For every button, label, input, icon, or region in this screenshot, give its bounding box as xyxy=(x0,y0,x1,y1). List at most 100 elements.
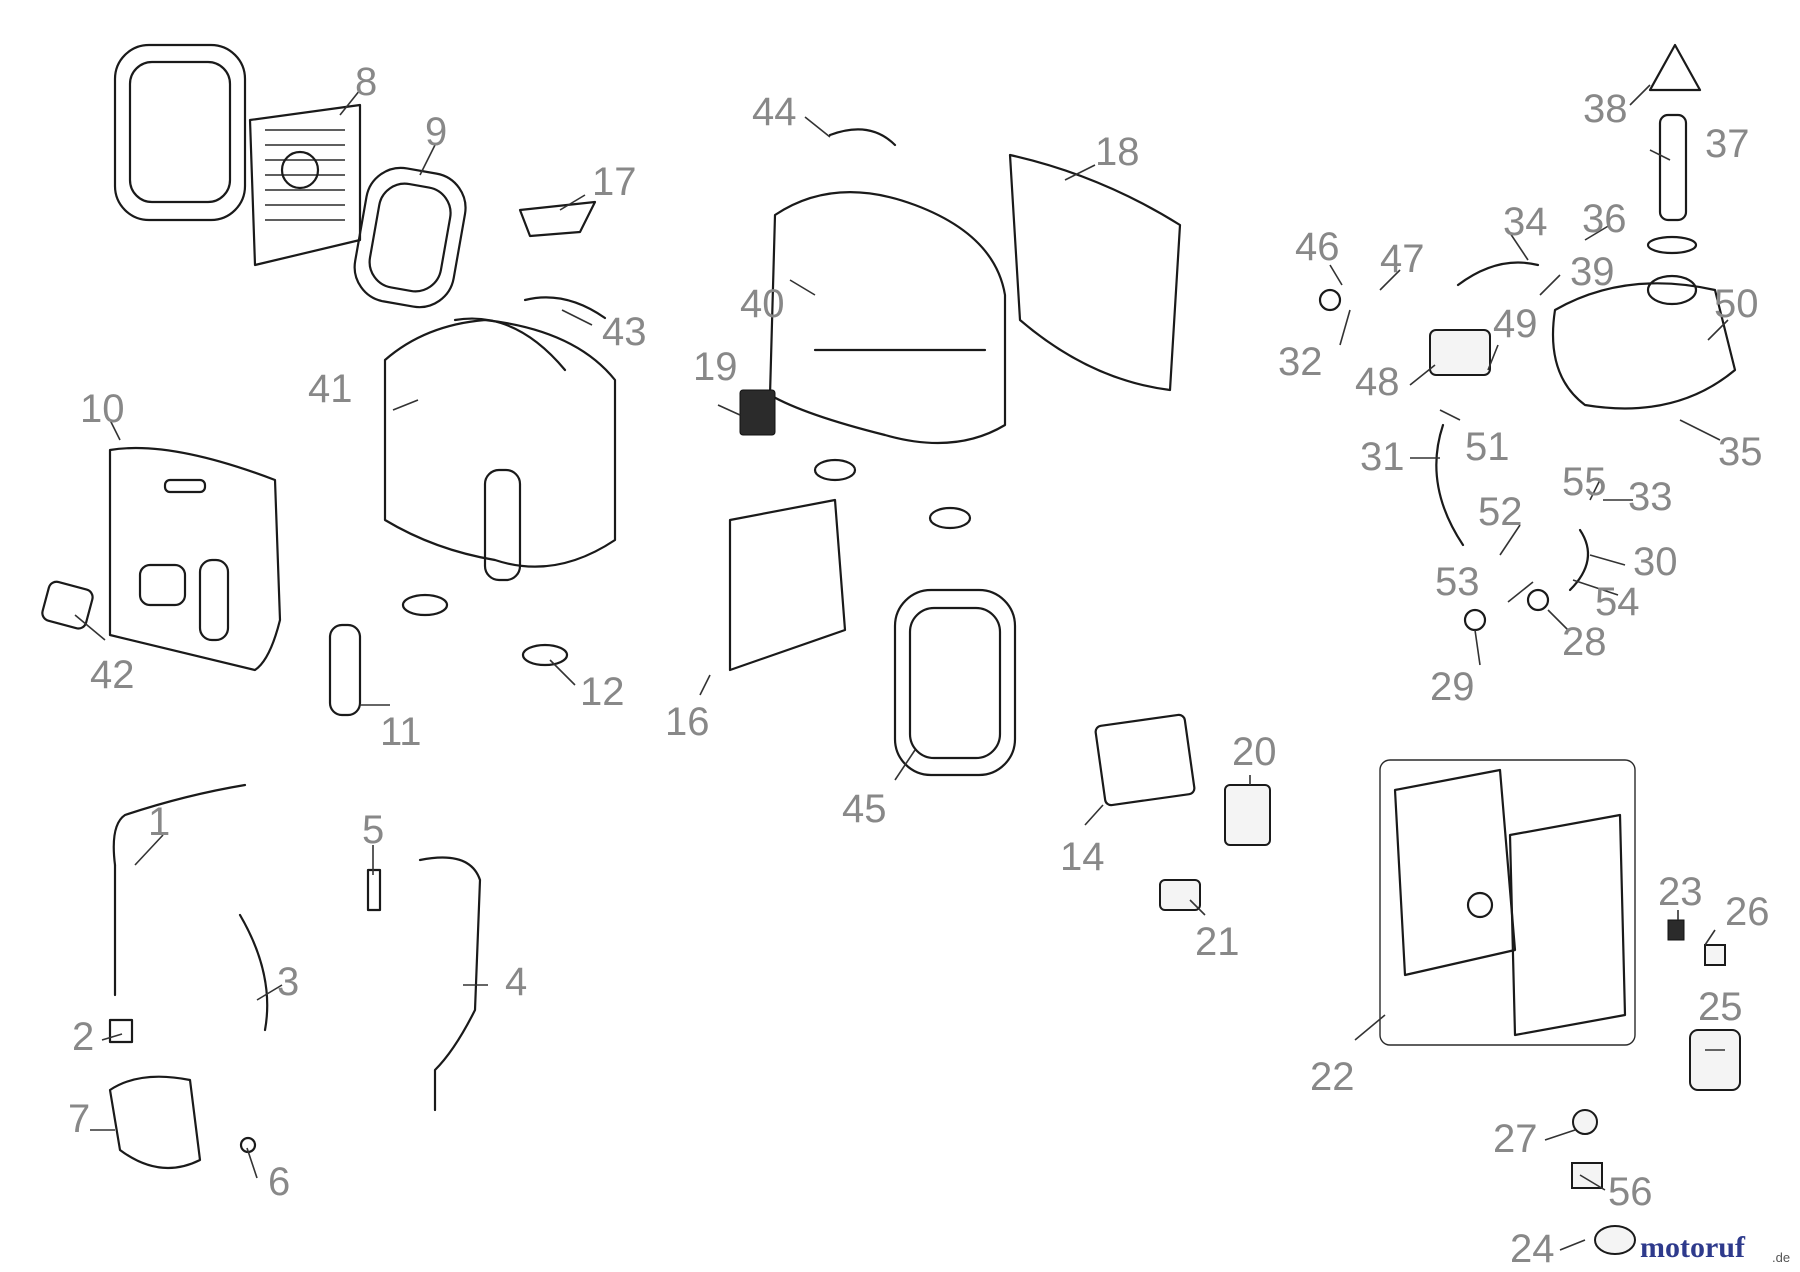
callout-25: 25 xyxy=(1698,985,1743,1029)
part-gasket-ring-9 xyxy=(353,166,467,309)
part-outlet-20 xyxy=(1224,784,1271,846)
part-socket-25 xyxy=(1689,1029,1741,1091)
part-module-19 xyxy=(739,389,776,436)
part-gasket-11 xyxy=(328,623,362,717)
watermark-brand: motoruf xyxy=(1640,1231,1746,1264)
part-cover-17 xyxy=(518,200,597,238)
leader-lines xyxy=(74,84,1729,1251)
part-switch-23 xyxy=(1667,919,1685,941)
callout-17: 17 xyxy=(592,160,637,204)
callout-36: 36 xyxy=(1582,197,1627,241)
part-side-cover-18 xyxy=(1008,153,1182,392)
callout-41: 41 xyxy=(308,367,353,411)
callout-32: 32 xyxy=(1278,340,1323,384)
callout-47: 47 xyxy=(1380,237,1425,281)
part-foot-12a xyxy=(813,458,857,482)
part-hose-3 xyxy=(238,913,269,1032)
part-hose-31 xyxy=(1435,423,1465,547)
part-plug-27 xyxy=(1572,1109,1598,1135)
part-small-cover-42 xyxy=(41,580,94,630)
callout-18: 18 xyxy=(1095,130,1140,174)
part-bracket-43 xyxy=(523,296,607,320)
callout-44: 44 xyxy=(752,90,797,134)
callout-4: 4 xyxy=(505,960,527,1004)
callout-12: 12 xyxy=(580,670,625,714)
callout-51: 51 xyxy=(1465,425,1510,469)
callout-40: 40 xyxy=(740,282,785,326)
callout-38: 38 xyxy=(1583,87,1628,131)
part-switch-21 xyxy=(1159,879,1201,911)
callout-3: 3 xyxy=(277,960,299,1004)
callout-34: 34 xyxy=(1503,200,1548,244)
part-hose-34 xyxy=(1456,261,1540,287)
part-control-panel-22 xyxy=(1379,759,1636,1046)
callout-56: 56 xyxy=(1608,1170,1653,1214)
callout-28: 28 xyxy=(1562,620,1607,664)
callout-48: 48 xyxy=(1355,360,1400,404)
callout-26: 26 xyxy=(1725,890,1770,934)
callout-55: 55 xyxy=(1562,460,1607,504)
part-pin-5 xyxy=(366,868,382,912)
part-hose-30 xyxy=(1568,528,1590,592)
watermark-tld: .de xyxy=(1772,1250,1790,1265)
part-fuel-tank-35 xyxy=(1551,282,1737,410)
part-petcock-29 xyxy=(1463,608,1487,632)
callout-7: 7 xyxy=(68,1097,90,1141)
part-bracket-box-16 xyxy=(728,498,847,672)
callout-49: 49 xyxy=(1493,302,1538,346)
callout-labels: 1 2 3 4 5 6 7 8 9 10 11 12 14 16 17 18 1… xyxy=(68,60,1770,1271)
part-filter-37 xyxy=(1658,113,1688,222)
part-fitting-28 xyxy=(1526,588,1550,612)
part-front-cover-frame xyxy=(113,43,362,267)
part-foot-12b xyxy=(928,506,972,530)
callout-37: 37 xyxy=(1705,122,1750,166)
callout-10: 10 xyxy=(80,387,125,431)
callout-52: 52 xyxy=(1478,490,1523,534)
part-cap-26 xyxy=(1704,944,1726,966)
callout-21: 21 xyxy=(1195,920,1240,964)
callout-16: 16 xyxy=(665,700,710,744)
callout-54: 54 xyxy=(1595,580,1640,624)
callout-14: 14 xyxy=(1060,835,1105,879)
part-housing-41 xyxy=(383,317,617,667)
callout-42: 42 xyxy=(90,653,135,697)
callout-5: 5 xyxy=(362,808,384,852)
callout-53: 53 xyxy=(1435,560,1480,604)
part-rear-frame-45 xyxy=(893,588,1017,777)
callout-30: 30 xyxy=(1633,540,1678,584)
callout-45: 45 xyxy=(842,787,887,831)
callout-50: 50 xyxy=(1714,282,1759,326)
callout-29: 29 xyxy=(1430,665,1475,709)
callout-39: 39 xyxy=(1570,250,1615,294)
motoruf-watermark: motoruf .de xyxy=(1640,1231,1790,1265)
callout-35: 35 xyxy=(1718,430,1763,474)
part-clip-32 xyxy=(1318,288,1342,312)
callout-11: 11 xyxy=(380,710,422,754)
callout-27: 27 xyxy=(1493,1117,1538,1161)
part-muffler-7 xyxy=(108,1075,202,1170)
part-tank-neck xyxy=(1646,274,1698,306)
part-housing-40 xyxy=(768,191,1007,445)
callout-23: 23 xyxy=(1658,870,1703,914)
callout-43: 43 xyxy=(602,310,647,354)
callout-2: 2 xyxy=(72,1015,94,1059)
callout-22: 22 xyxy=(1310,1055,1355,1099)
part-ring-36 xyxy=(1646,235,1698,255)
callout-1: 1 xyxy=(148,800,170,844)
callout-8: 8 xyxy=(355,60,377,104)
part-bracket-44 xyxy=(828,128,897,147)
callout-19: 19 xyxy=(693,345,738,389)
callout-9: 9 xyxy=(425,110,447,154)
callout-6: 6 xyxy=(268,1160,290,1204)
callout-31: 31 xyxy=(1360,435,1405,479)
callout-24: 24 xyxy=(1510,1227,1555,1271)
callout-46: 46 xyxy=(1295,225,1340,269)
part-pipe-4 xyxy=(418,856,482,1112)
part-relay-56 xyxy=(1571,1162,1603,1189)
part-control-board-14 xyxy=(1094,713,1196,807)
part-cap-2 xyxy=(108,1018,134,1044)
part-valve-48 xyxy=(1429,329,1491,376)
part-knob-24 xyxy=(1594,1225,1636,1255)
